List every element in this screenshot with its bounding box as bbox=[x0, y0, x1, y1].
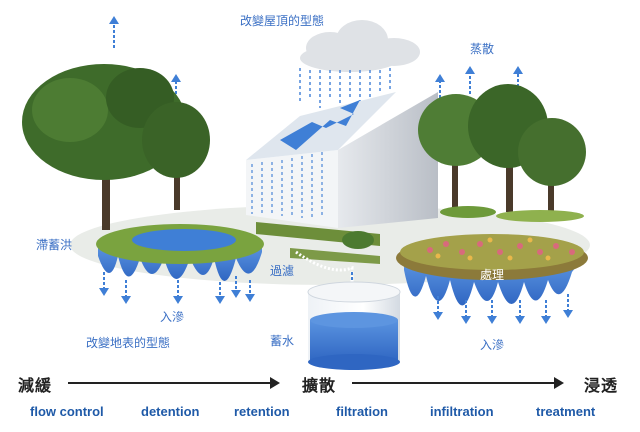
label-detention-flood: 滯蓄洪 bbox=[36, 238, 73, 252]
right-hedge bbox=[440, 206, 496, 218]
label-treatment: 處理 bbox=[480, 268, 505, 282]
evaporation-arrows bbox=[109, 16, 523, 104]
label-roof-change: 改變屋頂的型態 bbox=[240, 14, 325, 28]
term-filtration: filtration bbox=[336, 404, 388, 419]
flow-arrow-2 bbox=[352, 377, 564, 389]
stage-infiltrate: 浸透 bbox=[584, 376, 619, 395]
term-infiltration: infiltration bbox=[430, 404, 494, 419]
right-trees bbox=[418, 84, 586, 212]
stage-spread: 擴散 bbox=[302, 376, 337, 395]
label-infiltration-left: 入滲 bbox=[160, 310, 185, 324]
left-island bbox=[96, 224, 264, 281]
cloud bbox=[300, 20, 420, 72]
term-treatment: treatment bbox=[536, 404, 596, 419]
wall-runoff bbox=[251, 152, 323, 218]
flow-arrow-1 bbox=[68, 377, 280, 389]
right-island bbox=[396, 234, 588, 306]
drain-pipe bbox=[295, 250, 354, 292]
right-lawn bbox=[496, 210, 584, 222]
rain bbox=[299, 68, 391, 108]
term-detention: detention bbox=[141, 404, 200, 419]
label-infiltration-right: 入滲 bbox=[480, 338, 505, 352]
term-retention: retention bbox=[234, 404, 290, 419]
water-tank bbox=[307, 281, 401, 370]
stage-slow: 減緩 bbox=[18, 376, 53, 395]
label-evaporation: 蒸散 bbox=[470, 42, 495, 56]
label-filtration: 過濾 bbox=[270, 264, 295, 278]
house bbox=[246, 92, 438, 228]
term-flow-control: flow control bbox=[30, 404, 104, 419]
center-planter bbox=[256, 222, 380, 264]
label-surface-change: 改變地表的型態 bbox=[86, 336, 171, 350]
label-storage: 蓄水 bbox=[270, 334, 295, 348]
left-trees bbox=[22, 64, 210, 230]
infiltration-arrows bbox=[99, 272, 573, 324]
